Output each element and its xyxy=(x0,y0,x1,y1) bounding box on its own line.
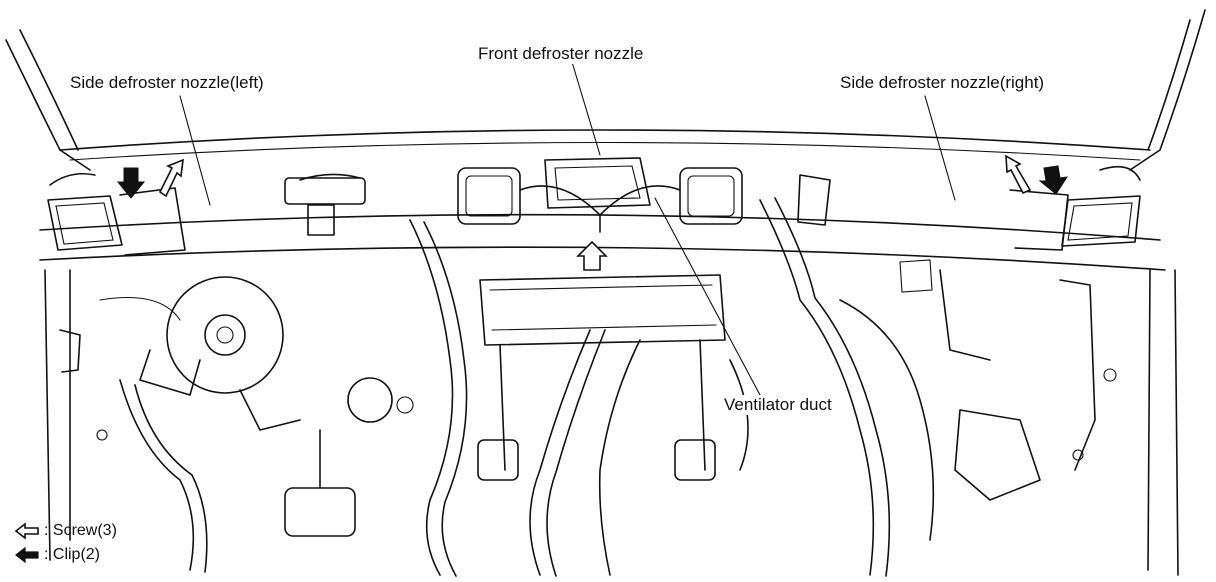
solid-arrow-icon xyxy=(15,546,39,564)
legend-screw: : Screw(3) xyxy=(14,522,117,540)
legend-clip: : Clip(2) xyxy=(14,546,100,564)
label-ventilator-duct: Ventilator duct xyxy=(722,395,834,415)
label-side-defroster-nozzle-left: Side defroster nozzle(left) xyxy=(68,73,266,93)
legend-clip-text: : Clip(2) xyxy=(44,546,101,563)
legend-screw-text: : Screw(3) xyxy=(44,522,117,539)
hollow-arrow-icon xyxy=(14,522,39,540)
label-side-defroster-nozzle-right: Side defroster nozzle(right) xyxy=(838,73,1047,93)
label-front-defroster-nozzle: Front defroster nozzle xyxy=(476,44,646,64)
